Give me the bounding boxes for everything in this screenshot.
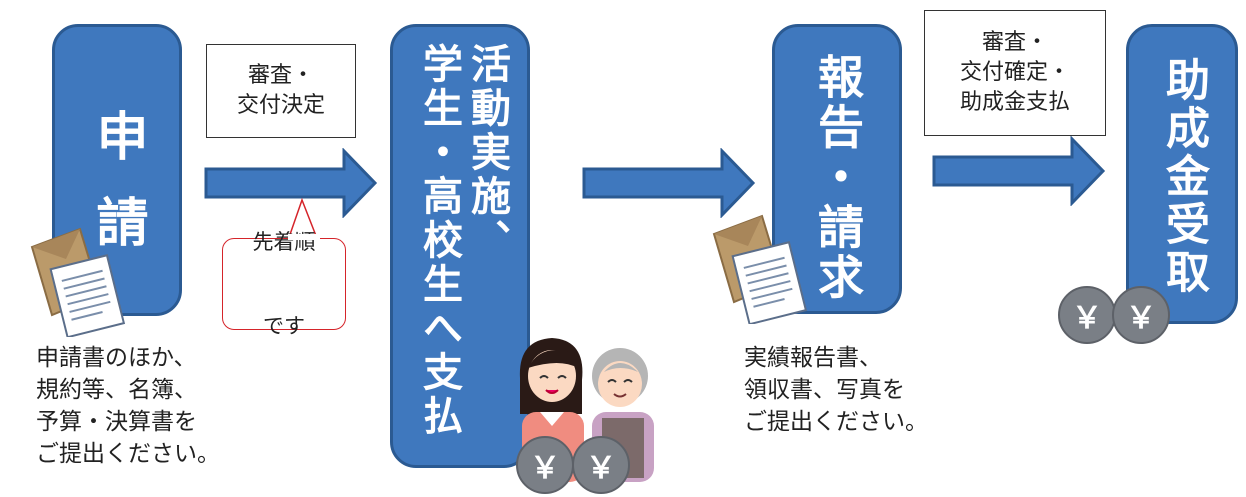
first-come-bubble: 先着順 です [222, 230, 346, 338]
people-illustration-icon [519, 338, 654, 482]
coin-activity-2: ￥ [572, 436, 630, 494]
step-activity: 活動実施、 学生・高校生へ支払 [390, 24, 530, 468]
review-box: 審査・ 交付決定 [206, 44, 356, 138]
apply-caption: 申請書のほか、 規約等、名簿、 予算・決算書を ご提出ください。 [36, 345, 220, 467]
step-apply-label: 申請 [87, 109, 147, 281]
report-caption: 実績報告書、 領収書、写真を ご提出ください。 [744, 345, 928, 435]
review-box-line2: 交付決定 [236, 93, 325, 118]
bubble-tail-mask [288, 234, 320, 240]
step-report-label: 報告・請求 [811, 53, 865, 303]
document-envelope-icon [712, 214, 808, 324]
final-review-box: 審査・ 交付確定・ 助成金支払 [924, 10, 1106, 136]
review-box-line1: 審査・ [247, 63, 314, 88]
coin-receive-2: ￥ [1112, 286, 1170, 344]
right-arrow-icon [204, 148, 378, 218]
coin-receive-1: ￥ [1058, 286, 1116, 344]
step-receive: 助成金受取 [1126, 24, 1238, 324]
right-arrow-icon [932, 136, 1106, 206]
final-box-line1: 審査・ [981, 30, 1048, 55]
final-box-line2: 交付確定・ [959, 60, 1070, 85]
step-receive-label: 助成金受取 [1158, 57, 1209, 297]
bubble-line2: です [263, 314, 305, 338]
bubble-line1: 先着順 [252, 230, 316, 254]
document-envelope-icon [30, 227, 126, 337]
step-activity-col2: 学生・高校生へ支払 [416, 43, 462, 439]
coin-activity-1: ￥ [516, 436, 574, 494]
step-activity-col1: 活動実施、 [464, 43, 510, 263]
right-arrow-icon [582, 148, 756, 218]
final-box-line3: 助成金支払 [959, 90, 1070, 115]
